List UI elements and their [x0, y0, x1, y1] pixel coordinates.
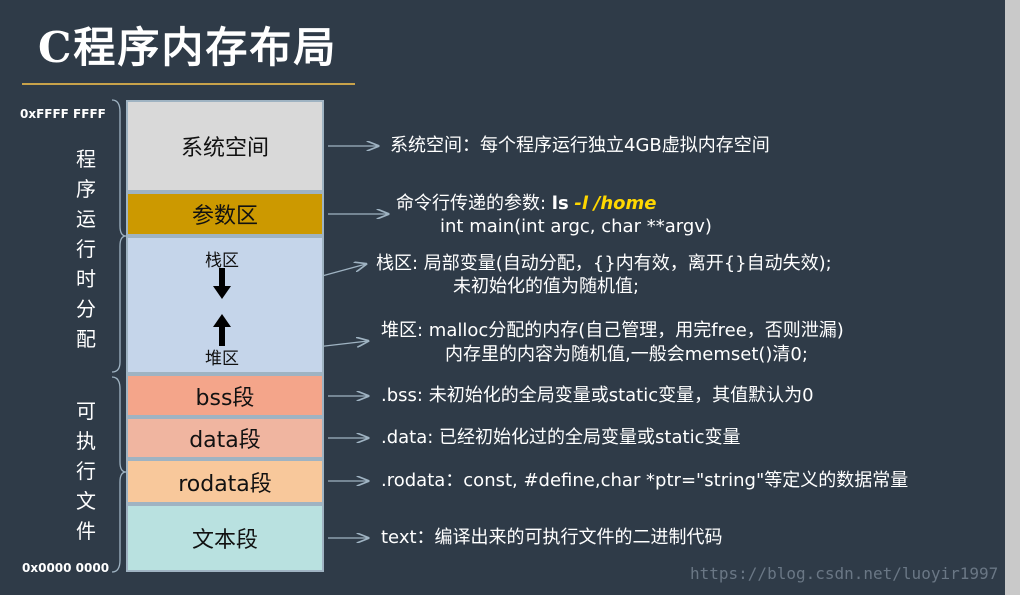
system-space-block: 系统空间	[126, 100, 324, 192]
heap-note-line2: 内存里的内容为随机值,一般会memset()清0;	[445, 344, 808, 365]
title-underline	[22, 83, 355, 85]
bss-block: bss段	[126, 374, 324, 417]
address-top: 0xFFFF FFFF	[20, 107, 106, 121]
right-edge-strip	[1005, 0, 1020, 595]
rodata-note: .rodata：const, #define,char *ptr="string…	[381, 470, 909, 491]
data-label: data段	[189, 428, 261, 453]
up-arrow-icon	[213, 314, 231, 346]
data-block: data段	[126, 417, 324, 459]
runtime-brace	[111, 99, 127, 373]
args-note-prefix: 命令行传递的参数:	[396, 193, 552, 214]
system-space-label: 系统空间	[180, 136, 269, 161]
rodata-label: rodata段	[178, 471, 272, 497]
args-note-line2: int main(int argc, char **argv)	[440, 216, 712, 237]
args-note-line1: 命令行传递的参数: ls -l /home	[396, 192, 657, 216]
rodata-block: rodata段	[126, 459, 324, 504]
executable-side-label: 可执行文件	[76, 399, 96, 543]
args-command: ls	[551, 193, 569, 214]
address-bottom: 0x0000 0000	[22, 561, 110, 575]
page-title: C程序内存布局	[38, 23, 338, 72]
text-label: 文本段	[191, 528, 258, 553]
args-block: 参数区	[126, 192, 324, 236]
watermark: https://blog.csdn.net/luoyir1997	[690, 564, 999, 583]
stack-note-line2: 未初始化的值为随机值;	[453, 276, 640, 297]
bss-note: .bss: 未初始化的全局变量或static变量，其值默认为0	[381, 385, 814, 406]
stack-note-line1: 栈区: 局部变量(自动分配，{}内有效，离开{}自动失效);	[376, 253, 832, 274]
bss-label: bss段	[195, 385, 255, 411]
executable-brace	[111, 376, 127, 573]
args-option: -l	[574, 193, 589, 214]
runtime-side-label: 程序运行时分配	[76, 147, 96, 351]
data-note: .data: 已经初始化过的全局变量或static变量	[381, 427, 741, 448]
text-block: 文本段	[126, 504, 324, 572]
args-label: 参数区	[191, 204, 258, 229]
stack-heap-block	[126, 236, 324, 374]
heap-note-line1: 堆区: malloc分配的内存(自己管理，用完free，否则泄漏)	[381, 320, 844, 341]
down-arrow-icon	[213, 268, 231, 299]
system-note: 系统空间：每个程序运行独立4GB虚拟内存空间	[390, 135, 770, 156]
text-note: text：编译出来的可执行文件的二进制代码	[381, 527, 723, 548]
stack-label: 栈区	[205, 251, 239, 271]
heap-label: 堆区	[205, 349, 239, 369]
args-path: /home	[593, 193, 657, 214]
